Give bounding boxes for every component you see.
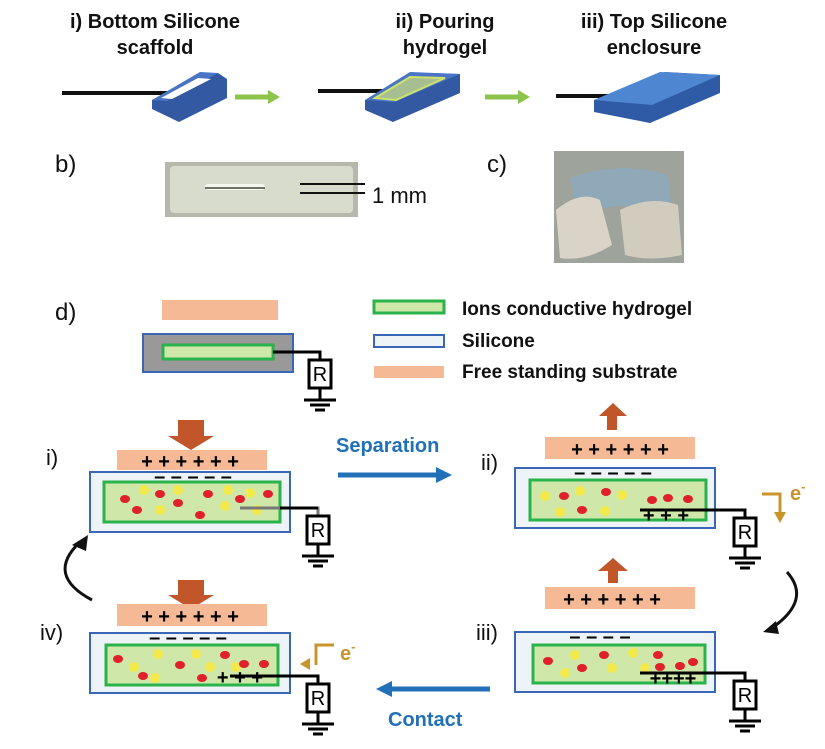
press-arrow-i — [168, 420, 214, 450]
contact-label: Contact — [388, 709, 463, 731]
stage-iii-label: iii) — [476, 620, 498, 645]
legend-device: R — [142, 300, 338, 412]
charges-minus-iii: – – – – — [569, 626, 630, 648]
substrate-i — [117, 450, 267, 470]
step-3-title-line1: iii) Top Silicone — [581, 11, 727, 33]
stage-iii: iii) + + + + + + – – – – ++++ R — [476, 558, 763, 733]
charges-plus-i: + + + + + + — [141, 451, 239, 473]
cycle-arrow-right — [771, 571, 798, 630]
legend-swatch-substrate — [374, 366, 444, 378]
ions-ii — [540, 486, 693, 517]
photo-c — [554, 151, 684, 263]
legend-hydrogel-label: Ions conductive hydrogel — [462, 299, 692, 320]
charges-plus-three-iv: + + + — [217, 667, 263, 689]
silicone-scaffold-1 — [152, 72, 227, 122]
substrate-iii — [545, 587, 695, 609]
legend-swatch-silicone — [373, 334, 445, 348]
stage-iv-label: iv) — [40, 620, 63, 645]
charges-plus-four-iii: ++++ — [650, 668, 697, 690]
lift-arrow-iii — [598, 558, 628, 583]
separation-arrow-head — [436, 467, 452, 483]
electron-flow-ii — [762, 492, 782, 514]
lift-arrow-ii — [599, 403, 627, 430]
resistor-ii-label: R — [738, 522, 752, 544]
step-2-title-line2: hydrogel — [403, 37, 487, 59]
panel-b-label: b) — [55, 151, 76, 178]
silicone-enclosure-3 — [594, 72, 720, 123]
panel-c-label: c) — [487, 151, 507, 178]
step-1-title-line2: scaffold — [117, 37, 194, 59]
legend-silicone-label: Silicone — [462, 331, 535, 352]
legend-resistor-label: R — [313, 364, 327, 386]
resistor-iii-label: R — [738, 685, 752, 707]
legend-substrate-label: Free standing substrate — [462, 362, 677, 383]
legend-device-hydrogel — [161, 343, 275, 361]
resistor-i-label: R — [311, 520, 325, 542]
step-1: i) Bottom Silicone scaffold — [62, 11, 240, 122]
electron-flow-iv — [314, 643, 334, 665]
stage-ii: ii) + + + + + + – – – – – + + + R e- — [481, 403, 805, 570]
charges-plus-ii: + + + + + + — [571, 439, 669, 461]
contact-arrow-head — [376, 681, 392, 697]
legend-swatch-hydrogel — [372, 299, 446, 315]
green-arrow-2-head — [518, 90, 530, 104]
stage-i: i) + + + + + + – – – – – R — [46, 420, 336, 568]
ions-iii — [543, 648, 698, 678]
charges-plus-iv: + + + + + + — [141, 606, 239, 628]
cycle-arrow-left — [63, 540, 93, 602]
stage-ii-label: ii) — [481, 450, 498, 475]
stage-i-label: i) — [46, 445, 58, 470]
green-arrow-1-head — [268, 90, 280, 104]
charges-plus-three-ii: + + + — [643, 505, 689, 527]
charges-plus-iii: + + + + + + — [563, 589, 661, 611]
scale-bar-label: 1 mm — [372, 183, 427, 208]
silicone-scaffold-2 — [365, 72, 460, 122]
legend: Ions conductive hydrogel Silicone Free s… — [372, 299, 692, 383]
substrate-iv — [117, 604, 267, 626]
step-2: ii) Pouring hydrogel — [318, 11, 494, 122]
step-1-title-line1: i) Bottom Silicone — [70, 11, 240, 33]
electron-label-ii: e- — [790, 479, 805, 505]
photo-b — [165, 162, 365, 217]
step-2-title-line1: ii) Pouring — [396, 11, 495, 33]
ions-iv — [113, 649, 269, 683]
panel-d-label: d) — [55, 299, 76, 326]
legend-device-substrate — [162, 300, 278, 320]
press-arrow-iv — [168, 580, 214, 609]
resistor-iv-label: R — [311, 688, 325, 710]
step-3: iii) Top Silicone enclosure — [556, 11, 727, 123]
step-3-title-line2: enclosure — [607, 37, 701, 59]
separation-label: Separation — [336, 435, 439, 457]
substrate-ii — [545, 437, 695, 459]
hydrogel-i — [102, 480, 282, 524]
ions-i — [120, 485, 273, 519]
electron-label-iv: e- — [340, 639, 355, 665]
stage-iv: iv) + + + + + + – – – – – + + + R — [40, 580, 355, 736]
